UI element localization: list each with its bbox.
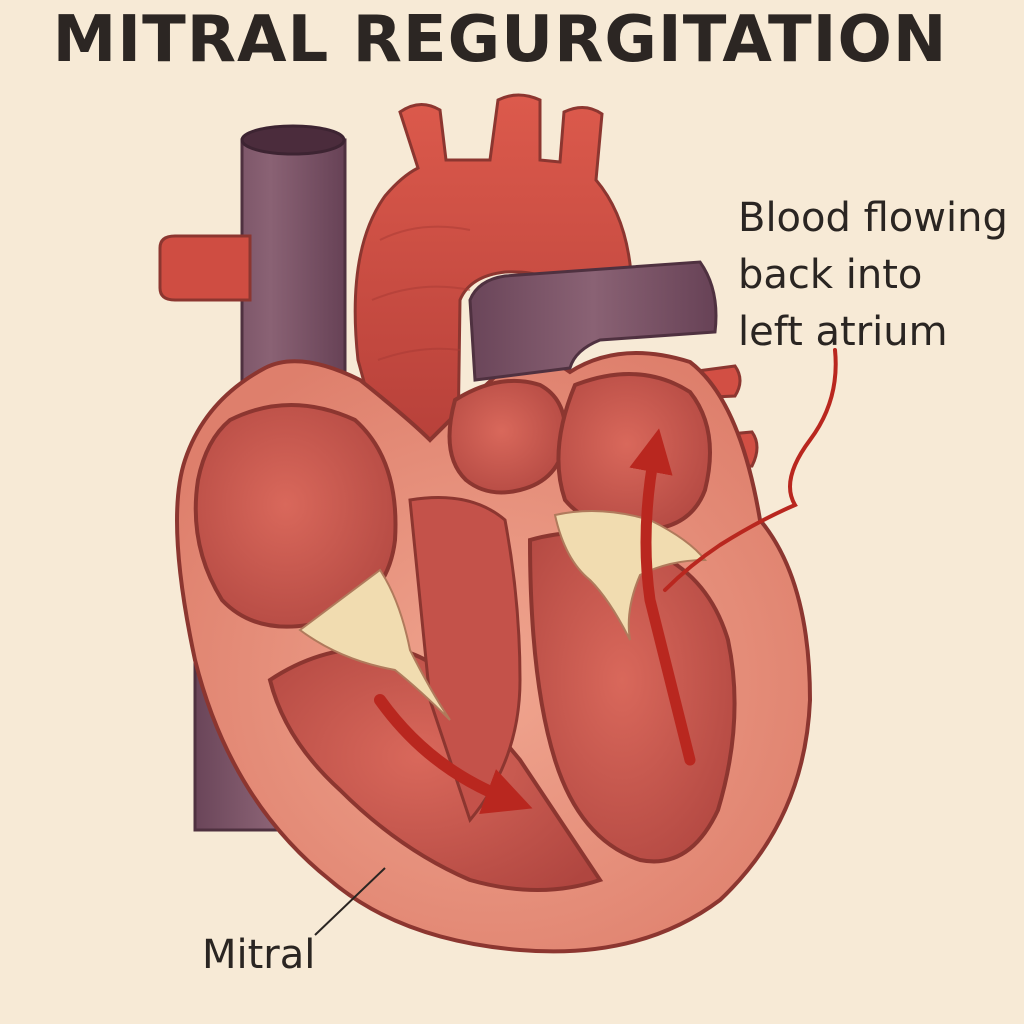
mitral-leader-line [314,867,386,936]
mitral-label: Mitral [202,932,316,978]
callout-line-2: back into [738,252,923,298]
left-atrium [556,372,712,533]
callout-line-1: Blood flowing [738,195,1008,241]
callout-text: Blood flowing back into left atrium [738,190,1018,361]
septal-chamber [408,496,522,824]
callout-line-3: left atrium [738,309,948,355]
outflow-chamber [447,378,568,495]
tricuspid-valve [298,568,451,721]
regurgitation-arrow [629,428,696,766]
left-branch-vessel [158,234,252,302]
forward-flow-arrow [374,694,533,815]
callout-leader-line [663,348,838,592]
pulmonary-trunk [468,260,718,382]
diagram-title: MITRAL REGURGITATION [52,3,948,77]
